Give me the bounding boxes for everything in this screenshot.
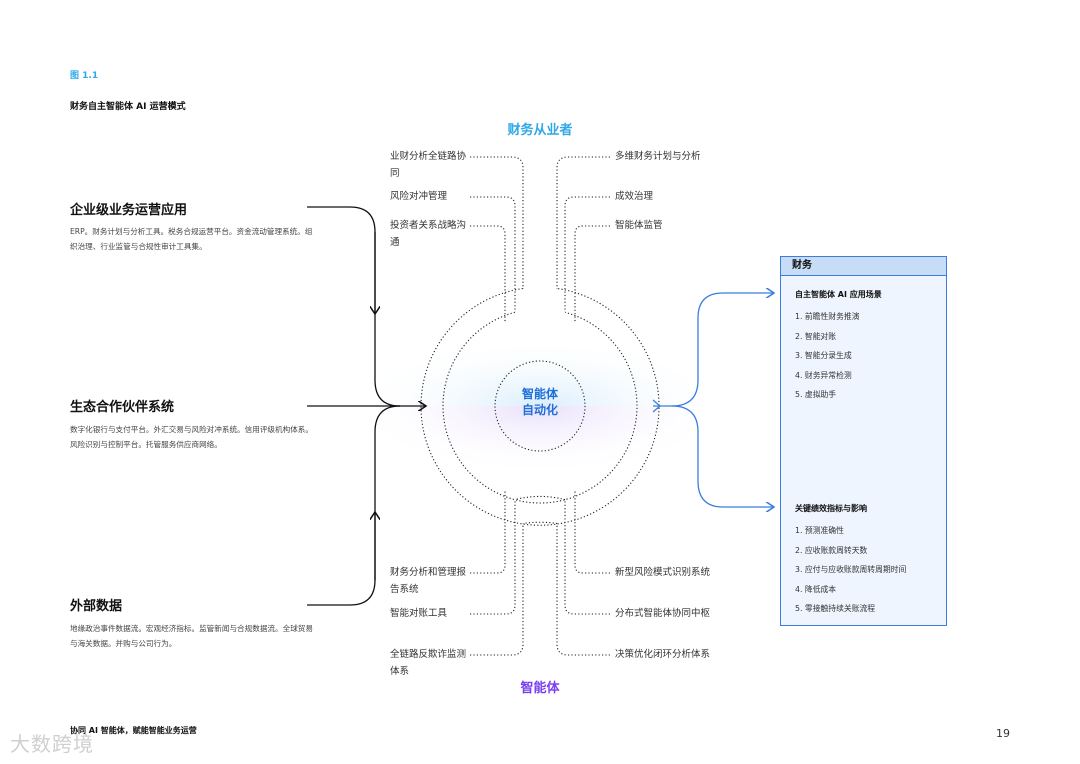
- kpi-item: 3. 应付与应收账款周转周期时间: [795, 565, 907, 574]
- footer-text: 协同 AI 智能体，赋能智能业务运营: [70, 726, 197, 735]
- arrow-external: [307, 512, 375, 606]
- node-top-right-1: 多维财务计划与分析: [615, 151, 701, 162]
- top-glow: [380, 290, 700, 406]
- node-top-left-1: 业财分析全链路协同: [390, 151, 467, 179]
- kpi-list: 1. 预测准确性 2. 应收账款周转天数 3. 应付与应收账款周转周期时间 4.…: [795, 521, 906, 619]
- scenario-item: 4. 财务异常检测: [795, 370, 852, 380]
- figure-number: 图 1.1: [70, 71, 99, 81]
- arrow-to-kpis: [671, 405, 774, 507]
- node-bottom-right-2: 分布式智能体协同中枢: [615, 608, 711, 619]
- bottom-glow: [380, 406, 700, 522]
- scenario-item: 1. 前瞻性财务推演: [795, 312, 860, 321]
- arrow-to-scenarios: [653, 293, 774, 407]
- arrow-enterprise: [307, 206, 375, 314]
- outer-ring: [420, 287, 660, 526]
- center-label-line1: 智能体: [521, 387, 558, 401]
- left-arrows: [307, 206, 426, 606]
- scenarios-title: 自主智能体 AI 应用场景: [795, 290, 882, 299]
- node-top-left-2: 风险对冲管理: [390, 191, 448, 202]
- panel-header: 财务: [781, 257, 946, 276]
- node-bottom-left-3: 全链路反欺诈监测体系: [390, 649, 467, 677]
- scenario-item: 3. 智能分录生成: [795, 351, 852, 360]
- node-top-right-2: 成效治理: [615, 191, 654, 202]
- node-bottom-left-2: 智能对账工具: [390, 608, 448, 619]
- kpi-item: 4. 降低成本: [795, 584, 837, 594]
- top-label: 财务从业者: [507, 123, 573, 138]
- finance-panel: 财务 自主智能体 AI 应用场景 1. 前瞻性财务推演 2. 智能对账 3. 智…: [780, 256, 947, 626]
- section-desc-enterprise: ERP。财务计划与分析工具。税务合规运营平台。资金流动管理系统。组织治理、行业监…: [70, 227, 313, 251]
- bottom-label: 智能体: [520, 681, 560, 696]
- scenarios-list: 1. 前瞻性财务推演 2. 智能对账 3. 智能分录生成 4. 财务异常检测 5…: [795, 307, 860, 405]
- scenario-item: 2. 智能对账: [795, 331, 837, 341]
- dotted-rings: [420, 287, 660, 526]
- section-desc-external: 地缘政治事件数据流。宏观经济指标。监管新闻与合规数据流。全球贸易与海关数据。并购…: [70, 624, 313, 648]
- center-label: 智能体 自动化: [496, 386, 584, 418]
- node-bottom-right-1: 新型风险模式识别系统: [615, 567, 711, 578]
- figure-title: 财务自主智能体 AI 运营模式: [70, 102, 186, 112]
- kpi-item: 1. 预测准确性: [795, 526, 844, 535]
- kpi-item: 5. 零接触持续关账流程: [795, 604, 876, 613]
- section-desc-ecosystem: 数字化银行与支付平台。外汇交易与风险对冲系统。信用评级机构体系。风险识别与控制平…: [70, 425, 313, 449]
- section-title-external: 外部数据: [70, 599, 123, 614]
- section-title-enterprise: 企业级业务运营应用: [70, 203, 188, 218]
- inner-ring: [494, 360, 586, 452]
- center-out-chevron: [652, 399, 661, 413]
- scenario-item: 5. 虚拟助手: [795, 390, 837, 399]
- node-bottom-right-3: 决策优化闭环分析体系: [615, 649, 711, 660]
- middle-ring: [442, 311, 638, 504]
- watermark: 大数跨境: [10, 732, 94, 756]
- kpi-title: 关键绩效指标与影响: [795, 504, 867, 513]
- center-label-line2: 自动化: [521, 403, 558, 417]
- section-title-ecosystem: 生态合作伙伴系统: [70, 400, 175, 415]
- node-bottom-left-1: 财务分析和管理报告系统: [390, 567, 467, 595]
- right-arrows: [652, 293, 774, 507]
- page-number: 19: [996, 727, 1010, 740]
- kpi-item: 2. 应收账款周转天数: [795, 545, 868, 555]
- node-top-right-3: 智能体监管: [615, 220, 663, 231]
- node-top-left-3: 投资者关系战略沟通: [390, 220, 467, 248]
